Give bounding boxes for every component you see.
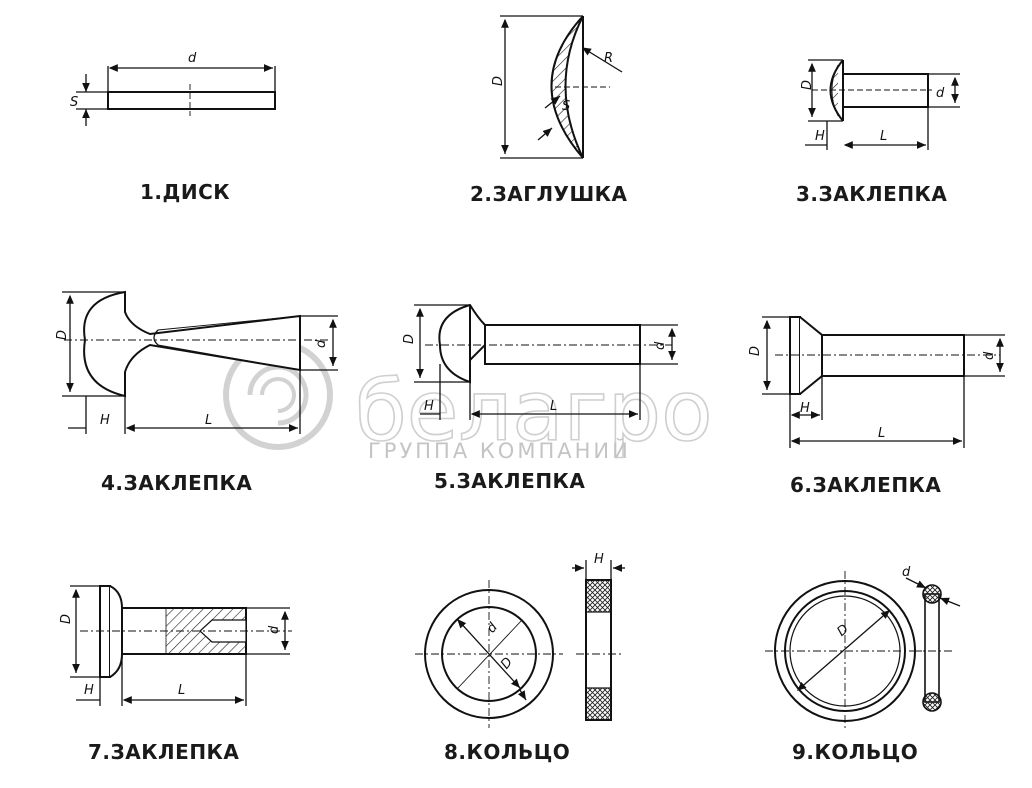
dim-L-rivet7: L [178, 683, 185, 698]
dim-s-disk: S [70, 95, 78, 110]
caption-7-rivet: 7.ЗАКЛЕПКА [88, 740, 240, 764]
dim-L-rivet4: L [205, 413, 212, 428]
dim-d-ring8: d [484, 620, 501, 637]
part-8-ring [415, 560, 625, 728]
part-9-ring [765, 571, 961, 731]
dim-H-ring8: H [594, 552, 604, 567]
dim-d-rivet7: d [267, 625, 282, 634]
dim-L-rivet3: L [880, 129, 887, 144]
dim-D-rivet6: D [748, 346, 763, 356]
dim-L-rivet5: L [550, 399, 557, 414]
dim-S-plug: S [562, 99, 570, 114]
dim-D-rivet5: D [402, 334, 417, 344]
dim-D-rivet4: D [55, 330, 70, 340]
dim-H-rivet6: H [800, 401, 810, 416]
dim-d-disk: d [188, 51, 197, 66]
dim-D-rivet3: D [800, 80, 815, 90]
dim-d-rivet5: d [653, 341, 668, 350]
dim-H-rivet4: H [100, 413, 110, 428]
dim-H-rivet7: H [84, 683, 94, 698]
caption-9-ring: 9.КОЛЬЦО [792, 740, 919, 764]
dim-D-ring8: D [498, 655, 516, 672]
caption-3-rivet: 3.ЗАКЛЕПКА [796, 182, 948, 206]
dim-D-plug: D [491, 76, 506, 86]
part-1-disk [76, 64, 276, 126]
dim-R-plug: R [604, 51, 613, 66]
part-5-rivet [414, 303, 678, 420]
dim-D-rivet7: D [59, 614, 74, 624]
part-4-rivet [62, 290, 338, 434]
dim-d-rivet3: d [936, 86, 945, 101]
dim-H-rivet5: H [424, 399, 434, 414]
caption-8-ring: 8.КОЛЬЦО [444, 740, 571, 764]
part-6-rivet [762, 316, 1005, 448]
caption-5-rivet: 5.ЗАКЛЕПКА [434, 469, 586, 493]
dim-d-rivet6: d [982, 351, 997, 360]
caption-1-disk: 1.ДИСК [140, 180, 231, 204]
caption-4-rivet: 4.ЗАКЛЕПКА [101, 471, 253, 495]
dim-H-rivet3: H [815, 129, 825, 144]
caption-6-rivet: 6.ЗАКЛЕПКА [790, 473, 942, 497]
part-7-rivet [70, 585, 292, 706]
dim-D-ring9: D [834, 622, 851, 640]
part-2-plug [500, 15, 623, 159]
dim-d-rivet4: d [314, 339, 329, 348]
caption-2-plug: 2.ЗАГЛУШКА [470, 182, 628, 206]
dim-d-ring9: d [902, 565, 911, 580]
part-3-rivet [805, 59, 960, 150]
dim-L-rivet6: L [878, 426, 885, 441]
watermark-subtitle: ГРУППА КОМПАНИЙ [368, 438, 631, 463]
